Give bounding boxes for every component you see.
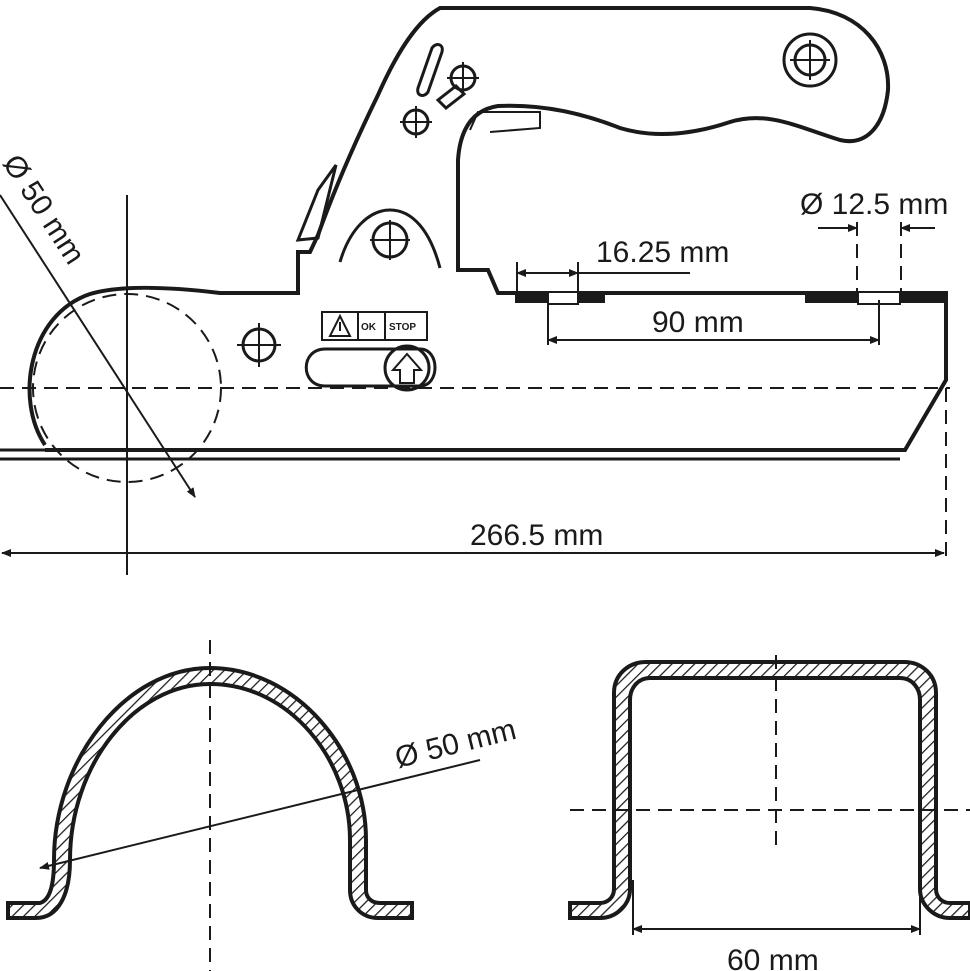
- svg-text:Ø 50 mm: Ø 50 mm: [0, 149, 91, 270]
- body-bolt-icon: [237, 323, 281, 367]
- ball-outline-dashed: [32, 293, 222, 483]
- svg-text:266.5 mm: 266.5 mm: [470, 519, 603, 552]
- round-section-hatched-profile: [6, 665, 414, 920]
- label-stop: STOP: [389, 322, 416, 333]
- square-section-hatched-profile: [568, 660, 970, 920]
- square-cross-section: 60 mm: [568, 655, 970, 971]
- handle-inner-detail: [469, 111, 541, 133]
- dimension-hole-diameter: Ø 12.5 mm: [800, 188, 948, 232]
- screw-icon: [400, 106, 432, 138]
- handle-slot: [416, 43, 444, 97]
- dimension-ball-diameter: Ø 50 mm: [0, 149, 196, 498]
- handle-end-bolt-icon: [782, 32, 838, 88]
- wear-indicator-slot: [304, 347, 437, 388]
- side-view: OK STOP: [0, 6, 950, 575]
- pivot-bump: [338, 208, 442, 269]
- svg-text:16.25 mm: 16.25 mm: [596, 236, 729, 269]
- front-wedge: [295, 164, 338, 242]
- dimension-hole-spacing: 90 mm: [547, 306, 880, 344]
- hole-left: [547, 291, 579, 305]
- svg-text:60 mm: 60 mm: [727, 944, 819, 971]
- round-cross-section: Ø 50 mm: [6, 640, 519, 971]
- dimension-hole-offset: 16.25 mm: [516, 236, 729, 277]
- wear-indicator-knob: [383, 344, 431, 392]
- label-ok: OK: [361, 322, 377, 333]
- svg-text:Ø 12.5 mm: Ø 12.5 mm: [800, 188, 948, 221]
- arrow-up-icon: [390, 352, 424, 384]
- dimension-overall-length: 266.5 mm: [1, 519, 945, 557]
- warning-label: OK STOP: [321, 311, 428, 341]
- screw-icon: [447, 62, 479, 94]
- round-section-diameter-line: [39, 759, 481, 870]
- svg-text:90 mm: 90 mm: [652, 306, 744, 339]
- warning-triangle-icon: [328, 313, 352, 337]
- coupling-body-outline: [27, 6, 948, 452]
